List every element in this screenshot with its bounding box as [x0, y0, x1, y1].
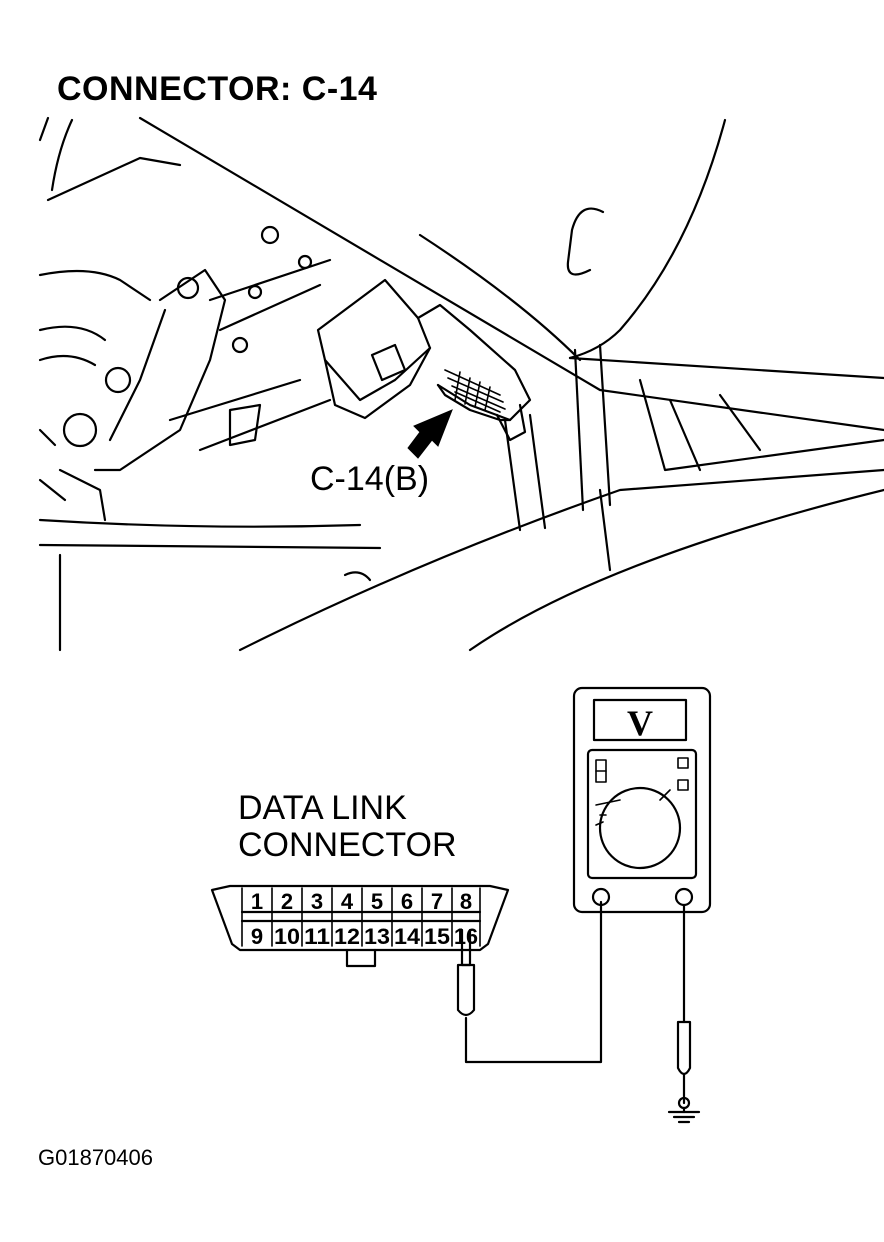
- dlc-label-line1: DATA LINK: [238, 789, 407, 827]
- dlc-pin: 6: [401, 889, 413, 914]
- figure-code: G01870406: [38, 1145, 153, 1170]
- dlc-pin: 4: [341, 889, 354, 914]
- data-link-connector: [210, 884, 510, 968]
- positive-probe: [456, 900, 603, 1064]
- dlc-pin-row-top: 1 2 3 4 5 6 7 8: [251, 889, 472, 914]
- dlc-pin: 16: [454, 924, 478, 949]
- ground-probe: [667, 903, 701, 1124]
- volt-jack: [674, 887, 694, 907]
- meter-mode-label: V: [627, 703, 653, 743]
- com-jack: [591, 887, 611, 907]
- selector-dial: [598, 786, 682, 870]
- dlc-pin-row-bottom: 9 10 11 12 13 14 15 16: [251, 924, 478, 949]
- dlc-pin: 9: [251, 924, 263, 949]
- dlc-pin: 2: [281, 889, 293, 914]
- data-link-connector-label: DATA LINK CONNECTOR: [238, 790, 457, 864]
- dlc-label-line2: CONNECTOR: [238, 826, 457, 864]
- dlc-pin: 1: [251, 889, 263, 914]
- dlc-pin: 14: [394, 924, 421, 949]
- diagram-title: CONNECTOR: C-14: [57, 70, 378, 108]
- connector-c14: [316, 278, 532, 442]
- dlc-pin: 15: [424, 924, 450, 949]
- dlc-pin: 7: [431, 889, 443, 914]
- dlc-pin: 13: [364, 924, 390, 949]
- connector-callout-label: C-14(B): [310, 460, 430, 498]
- dlc-pin: 11: [304, 924, 330, 949]
- dlc-pin: 3: [311, 889, 323, 914]
- dashboard-illustration: [38, 116, 884, 652]
- pointer-arrow: [407, 409, 453, 459]
- dlc-pin: 5: [371, 889, 383, 914]
- dlc-pin: 8: [460, 889, 472, 914]
- dlc-pin: 10: [274, 924, 300, 949]
- dlc-pin: 12: [334, 924, 360, 949]
- voltmeter: V: [572, 686, 712, 914]
